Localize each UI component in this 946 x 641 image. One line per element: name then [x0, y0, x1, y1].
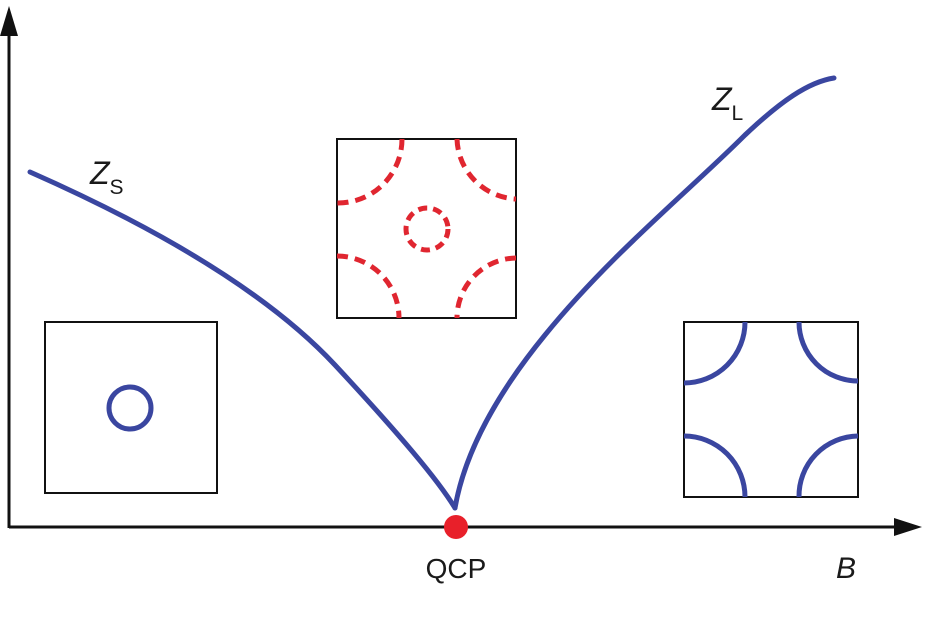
- dashed-corner-arc-top-right: [454, 138, 517, 202]
- qcp-dot: [444, 515, 468, 539]
- corner-arc-top-right: [796, 321, 859, 384]
- inset-large-fermi-surface: [683, 321, 859, 498]
- left-curve-label-main: Z: [89, 155, 111, 191]
- x-axis-label: B: [836, 552, 856, 585]
- fermi-pocket-circle: [106, 384, 154, 432]
- dashed-corner-arc-bottom-right: [454, 255, 517, 319]
- corner-arc-bottom-right: [796, 433, 859, 498]
- corner-arc-bottom-left: [683, 433, 748, 498]
- dashed-corner-arc-top-left: [336, 138, 405, 206]
- right-curve-label: ZL: [711, 81, 743, 125]
- inset-frame: [44, 321, 218, 494]
- axes: [0, 6, 922, 536]
- right-curve-label-sub: L: [732, 102, 744, 125]
- left-curve-label: ZS: [89, 155, 124, 199]
- inset-small-fermi-surface: [44, 321, 218, 494]
- x-axis-arrowhead: [894, 518, 922, 536]
- dashed-corner-arc-bottom-left: [336, 253, 402, 319]
- y-axis-arrowhead: [0, 6, 18, 36]
- right-crossover-curve: [452, 75, 837, 511]
- inset-critical-fermi-surface: [336, 138, 517, 319]
- qcp-label: QCP: [426, 553, 487, 584]
- left-crossover-curve: [27, 169, 458, 511]
- inset-frame: [336, 138, 517, 319]
- right-curve-label-main: Z: [711, 81, 733, 117]
- corner-arc-top-left: [683, 321, 748, 386]
- dashed-pocket-circle: [403, 205, 451, 253]
- left-curve-label-sub: S: [110, 176, 124, 199]
- inset-frame: [683, 321, 859, 498]
